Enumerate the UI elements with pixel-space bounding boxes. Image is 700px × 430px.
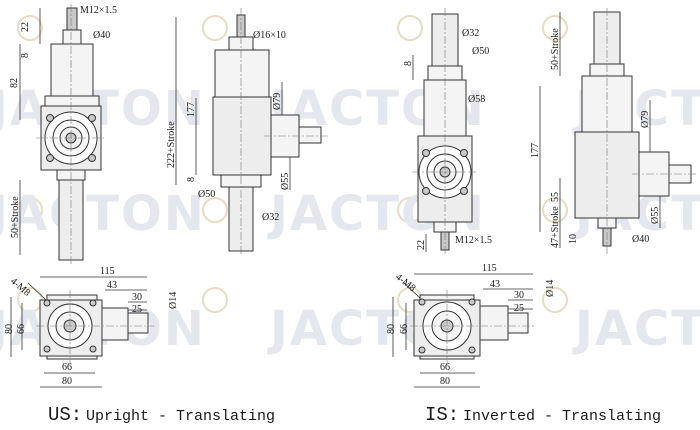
us-side-view: Ø16×10 222+Stroke 177 8 Ø79 Ø55 Ø50 Ø32 bbox=[166, 8, 328, 255]
us-side-output-label: Ø55 bbox=[280, 173, 291, 190]
watermark-text: JACTON bbox=[0, 81, 206, 137]
is-front-thread-height-label: 22 bbox=[416, 240, 427, 250]
us-plan-key-width-label: 25 bbox=[132, 304, 142, 315]
us-plan-offset-label: 43 bbox=[107, 280, 117, 291]
us-side-low-label: 8 bbox=[186, 177, 197, 182]
is-caption-text: Inverted - Translating bbox=[463, 408, 661, 425]
us-front-thread-label: M12×1.5 bbox=[80, 5, 117, 16]
us-plan-outer-width-label: 80 bbox=[62, 376, 72, 387]
us-plan-inner-width-label: 66 bbox=[62, 362, 72, 373]
us-side-shaft-label: Ø16×10 bbox=[253, 30, 286, 41]
is-plan-shaft-width-label: 30 bbox=[514, 290, 524, 301]
us-side-total-label: 222+Stroke bbox=[166, 121, 177, 168]
is-side-10-label: 10 bbox=[568, 234, 579, 244]
watermark-text: JACTON bbox=[572, 301, 700, 357]
is-plan-inner-height-label: 66 bbox=[399, 324, 410, 334]
us-plan-inner-height-label: 66 bbox=[16, 324, 27, 334]
us-caption: US: Upright - Translating bbox=[48, 404, 275, 426]
us-front-top-height-label: 22 bbox=[20, 22, 31, 32]
us-front-step-label: 8 bbox=[20, 53, 31, 58]
is-side-mid-label: 177 bbox=[530, 143, 541, 158]
us-plan-shaft-width-label: 30 bbox=[132, 292, 142, 303]
is-side-output-label: Ø55 bbox=[650, 207, 661, 224]
watermark-text: JACTON bbox=[0, 186, 206, 242]
us-caption-text: Upright - Translating bbox=[86, 408, 275, 425]
us-front-view: M12×1.5 Ø40 22 8 82 50+Stroke bbox=[9, 4, 117, 265]
is-plan-offset-label: 43 bbox=[490, 279, 500, 290]
is-side-low-label: 47+Stroke bbox=[550, 206, 561, 248]
is-front-body-dia-label: Ø58 bbox=[468, 94, 485, 105]
us-side-flange-label: Ø79 bbox=[272, 93, 283, 110]
us-caption-code: US: bbox=[48, 404, 82, 426]
us-side-mid-label: 177 bbox=[186, 102, 197, 117]
is-caption: IS: Inverted - Translating bbox=[425, 404, 661, 426]
is-front-top-dia-label: Ø32 bbox=[462, 28, 479, 39]
us-plan-total-width-label: 115 bbox=[100, 266, 115, 277]
is-side-55-label: 55 bbox=[550, 192, 561, 202]
is-plan-total-width-label: 115 bbox=[482, 263, 497, 274]
us-side-base-label: Ø50 bbox=[198, 189, 215, 200]
is-plan-outer-width-label: 80 bbox=[440, 376, 450, 387]
us-plan-holes-label: 4-M8 bbox=[8, 276, 32, 299]
us-plan-outer-height-label: 80 bbox=[4, 324, 15, 334]
us-front-stroke-label: 50+Stroke bbox=[10, 196, 21, 238]
is-caption-code: IS: bbox=[425, 404, 459, 426]
is-side-base-label: Ø40 bbox=[632, 234, 649, 245]
is-front-step-label: 8 bbox=[403, 61, 414, 66]
is-plan-outer-height-label: 80 bbox=[386, 324, 397, 334]
is-front-thread-label: M12×1.5 bbox=[455, 235, 492, 246]
is-side-stroke-label: 50+Stroke bbox=[550, 28, 561, 70]
us-front-body-height-label: 82 bbox=[9, 78, 20, 88]
is-plan-holes-label: 4-M8 bbox=[393, 272, 417, 294]
is-front-collar-dia-label: Ø50 bbox=[472, 46, 489, 57]
us-front-collar-dia-label: Ø40 bbox=[93, 30, 110, 41]
is-side-view: 50+Stroke 177 Ø79 47+Stroke 55 10 Ø55 Ø4… bbox=[530, 8, 698, 255]
is-plan-key-width-label: 25 bbox=[514, 303, 524, 314]
is-plan-inner-width-label: 66 bbox=[440, 362, 450, 373]
us-side-tube-label: Ø32 bbox=[262, 212, 279, 223]
us-plan-shaft-dia-label: Ø14 bbox=[168, 292, 179, 309]
is-side-flange-label: Ø79 bbox=[640, 111, 651, 128]
us-plan-view: 115 43 30 25 Ø14 80 66 66 80 4-M8 bbox=[4, 266, 179, 388]
is-front-view: Ø32 Ø50 8 Ø58 22 M12×1.5 bbox=[403, 8, 492, 255]
is-plan-shaft-dia-label: Ø14 bbox=[545, 280, 556, 297]
